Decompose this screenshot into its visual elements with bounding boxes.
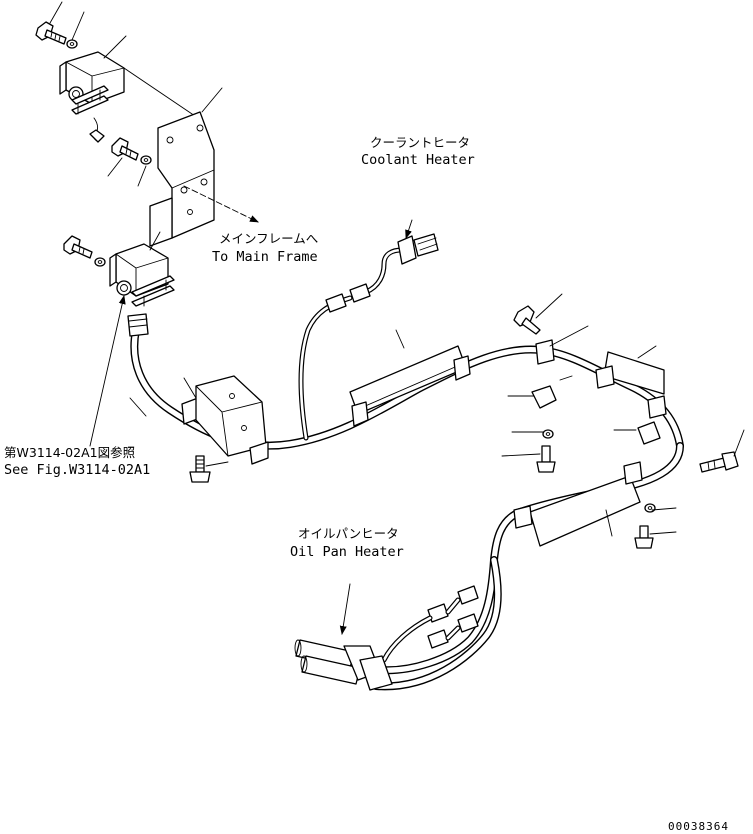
relay-box-lower bbox=[109, 243, 175, 307]
bolt-icon bbox=[111, 137, 139, 161]
washer-icon bbox=[94, 257, 106, 267]
clamp-icon bbox=[181, 339, 667, 529]
main-frame-label-en: To Main Frame bbox=[212, 249, 318, 265]
bolt-icon bbox=[189, 455, 211, 483]
harness-bracket bbox=[195, 375, 269, 465]
oil-pan-heater-element bbox=[294, 639, 393, 691]
washer-icon bbox=[66, 39, 78, 49]
oil-pan-heater-label-jp: オイルパンヒータ bbox=[298, 526, 399, 541]
coolant-heater-label-en: Coolant Heater bbox=[361, 152, 475, 168]
drawing-number: 00038364 bbox=[668, 820, 729, 833]
sleeve-1 bbox=[349, 345, 467, 415]
coolant-heater-label-jp: クーラントヒータ bbox=[370, 135, 470, 150]
connector-icon bbox=[427, 585, 479, 649]
bolt-icon bbox=[35, 21, 67, 45]
see-fig-label-en: See Fig.W3114-02A1 bbox=[4, 462, 150, 478]
sleeve-3 bbox=[529, 475, 641, 547]
main-frame-label-jp: メインフレームへ bbox=[219, 231, 318, 246]
bolt-icon bbox=[63, 235, 93, 259]
coolant-heater-element bbox=[397, 233, 439, 265]
see-fig-label-jp: 第W3114-02A1図参照 bbox=[4, 445, 135, 460]
oil-pan-heater-label-en: Oil Pan Heater bbox=[290, 544, 404, 560]
clamp-icon bbox=[531, 385, 661, 445]
relay-box-upper bbox=[59, 51, 199, 143]
mounting-bracket bbox=[149, 111, 215, 247]
connector-icon bbox=[325, 283, 371, 313]
washer-icon bbox=[140, 155, 152, 165]
bolt-icon bbox=[513, 305, 739, 549]
